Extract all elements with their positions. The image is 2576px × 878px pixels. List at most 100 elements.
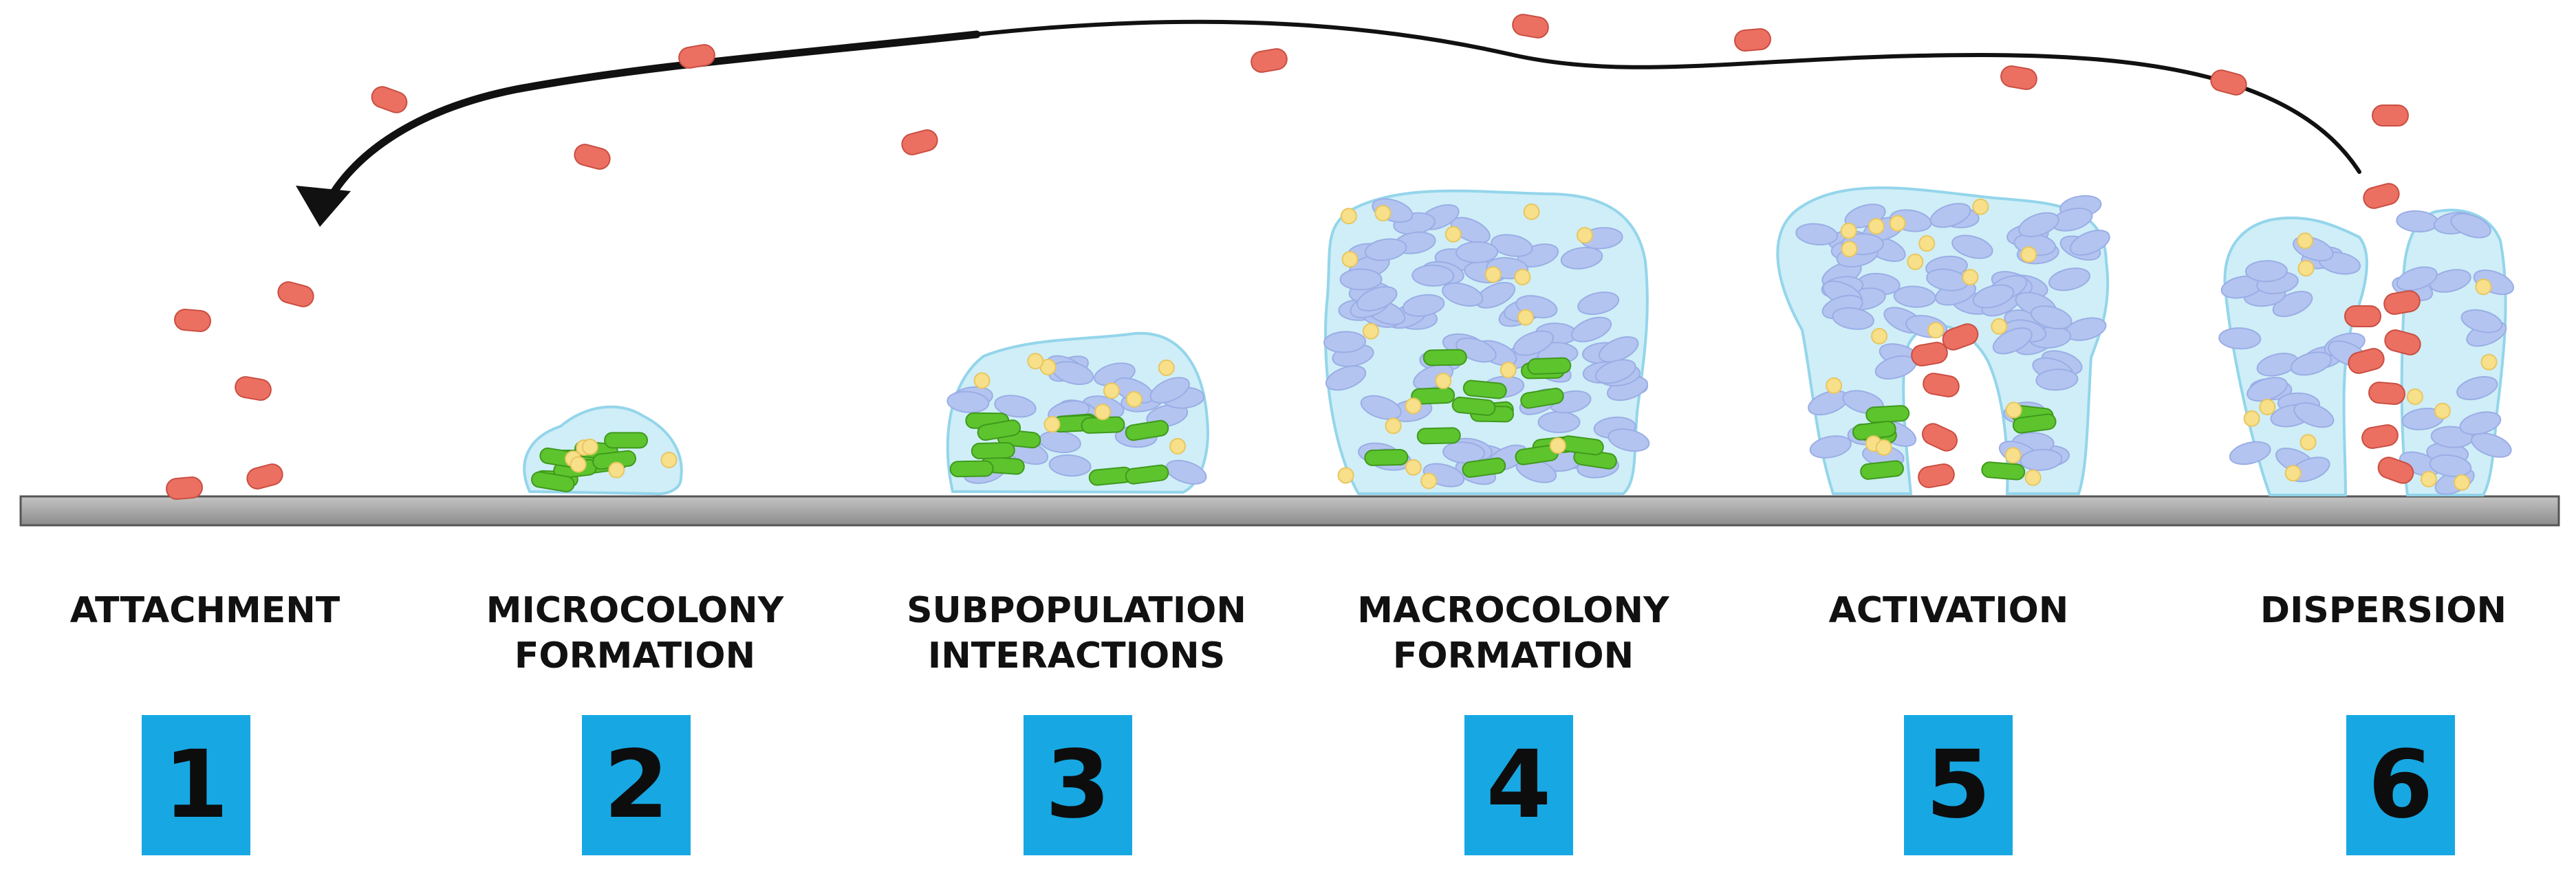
yellow-cell — [1875, 439, 1892, 456]
blue-cell — [1608, 428, 1650, 452]
blue-cell — [2459, 411, 2502, 435]
yellow-cell — [2299, 434, 2317, 451]
yellow-cell — [2020, 246, 2037, 263]
yellow-cell — [1405, 459, 1422, 476]
macrocolony-biofilm — [1323, 189, 1650, 495]
planktonic-bacterium-icon — [2368, 382, 2405, 405]
yellow-cell — [1523, 204, 1540, 221]
green-cell — [1416, 427, 1461, 445]
yellow-cell — [1043, 416, 1061, 433]
planktonic-bacterium-icon — [2210, 69, 2247, 96]
blue-cell — [1356, 286, 1398, 312]
blue-cell — [1323, 331, 1367, 353]
blue-cell — [2429, 269, 2471, 293]
green-cell — [1125, 419, 1169, 441]
yellow-cell — [2024, 469, 2042, 486]
blue-cell — [1570, 316, 1612, 342]
stage-number: 4 — [1486, 731, 1552, 839]
planktonic-bacterium-icon — [901, 129, 938, 155]
planktonic-bacterium-icon — [2348, 348, 2385, 374]
blue-cell — [2070, 230, 2110, 256]
yellow-cell — [2004, 447, 2022, 464]
planktonic-bacterium-icon — [1911, 342, 1948, 366]
blue-cell — [1893, 285, 1936, 308]
blue-cell — [1491, 234, 1533, 257]
blue-cell — [1972, 284, 2015, 309]
planktonic-bacterium-icon — [246, 463, 283, 490]
green-cell — [971, 441, 1015, 460]
blue-cell — [1442, 441, 1486, 464]
yellow-cell — [1405, 397, 1422, 415]
planktonic-bacterium-icon — [1923, 373, 1960, 397]
blue-cell — [1442, 282, 1484, 307]
microcolony-biofilm — [523, 405, 683, 496]
stage-number: 5 — [1925, 731, 1991, 839]
blue-cell — [2229, 441, 2271, 465]
blue-cell — [1360, 395, 1402, 420]
stage-number-box: 1 — [142, 715, 250, 855]
yellow-cell — [2406, 388, 2423, 406]
blue-cell — [2048, 267, 2090, 292]
yellow-cell — [1517, 309, 1534, 326]
planktonic-bacteria — [166, 14, 2421, 500]
green-cell — [1125, 464, 1169, 485]
blue-cell — [2031, 305, 2072, 330]
blue-cell — [1577, 292, 1620, 316]
blue-cell — [2429, 454, 2472, 477]
stage-label: DISPERSION — [2260, 590, 2507, 631]
yellow-cell — [1840, 222, 1857, 239]
planktonic-bacterium-icon — [371, 86, 408, 113]
planktonic-bacterium-icon — [1512, 14, 1549, 39]
stage-number: 2 — [603, 731, 669, 839]
yellow-cell — [1868, 218, 1885, 235]
blue-cell — [2244, 260, 2288, 283]
yellow-cell — [1500, 362, 1517, 379]
yellow-cell — [1577, 227, 1594, 244]
blue-cell — [1795, 223, 1839, 245]
yellow-cell — [1549, 437, 1566, 454]
blue-cell — [1455, 241, 1499, 263]
yellow-cell — [973, 372, 991, 389]
yellow-cell — [1420, 472, 1438, 490]
planktonic-bacterium-icon — [2384, 329, 2421, 355]
yellow-cell — [2434, 402, 2451, 419]
yellow-cell — [2480, 353, 2498, 371]
yellow-cell — [1484, 266, 1502, 283]
green-cell — [2012, 413, 2057, 434]
yellow-cell — [1340, 208, 1357, 225]
planktonic-bacterium-icon — [2383, 290, 2421, 315]
blue-cell — [1048, 454, 1092, 477]
subpopulation-biofilm — [946, 331, 1209, 494]
yellow-cell — [2259, 399, 2276, 416]
blue-cell — [2035, 369, 2079, 391]
green-cell — [1865, 405, 1910, 424]
blue-cell — [1165, 459, 1207, 485]
yellow-cell — [1991, 318, 2008, 335]
planktonic-bacterium-icon — [166, 476, 203, 500]
stage-label: ACTIVATION — [1828, 590, 2069, 631]
blue-cell — [2290, 351, 2333, 376]
planktonic-bacterium-icon — [1922, 423, 1958, 452]
blue-cell — [2396, 266, 2438, 292]
blue-cell — [1149, 377, 1190, 404]
yellow-cell — [1341, 251, 1359, 268]
blue-cell — [994, 395, 1037, 418]
stage-number-box: 3 — [1024, 715, 1132, 855]
planktonic-bacterium-icon — [678, 44, 715, 69]
yellow-cell — [2297, 260, 2315, 277]
yellow-cell — [1435, 373, 1452, 390]
yellow-cell — [2243, 410, 2260, 427]
stage-number-box: 2 — [582, 715, 691, 855]
planktonic-bacterium-icon — [277, 281, 314, 307]
yellow-cell — [1337, 467, 1354, 484]
substrate-surface — [19, 495, 2560, 527]
planktonic-bacterium-icon — [2377, 457, 2414, 484]
planktonic-bacterium-icon — [2344, 305, 2381, 327]
stage-number: 6 — [2368, 731, 2434, 839]
yellow-cell — [1158, 359, 1175, 376]
blue-cell — [1560, 247, 1603, 270]
stage-label: MACROCOLONY FORMATION — [1357, 590, 1669, 677]
blue-cell — [1402, 294, 1445, 317]
planktonic-bacterium-icon — [235, 376, 272, 401]
